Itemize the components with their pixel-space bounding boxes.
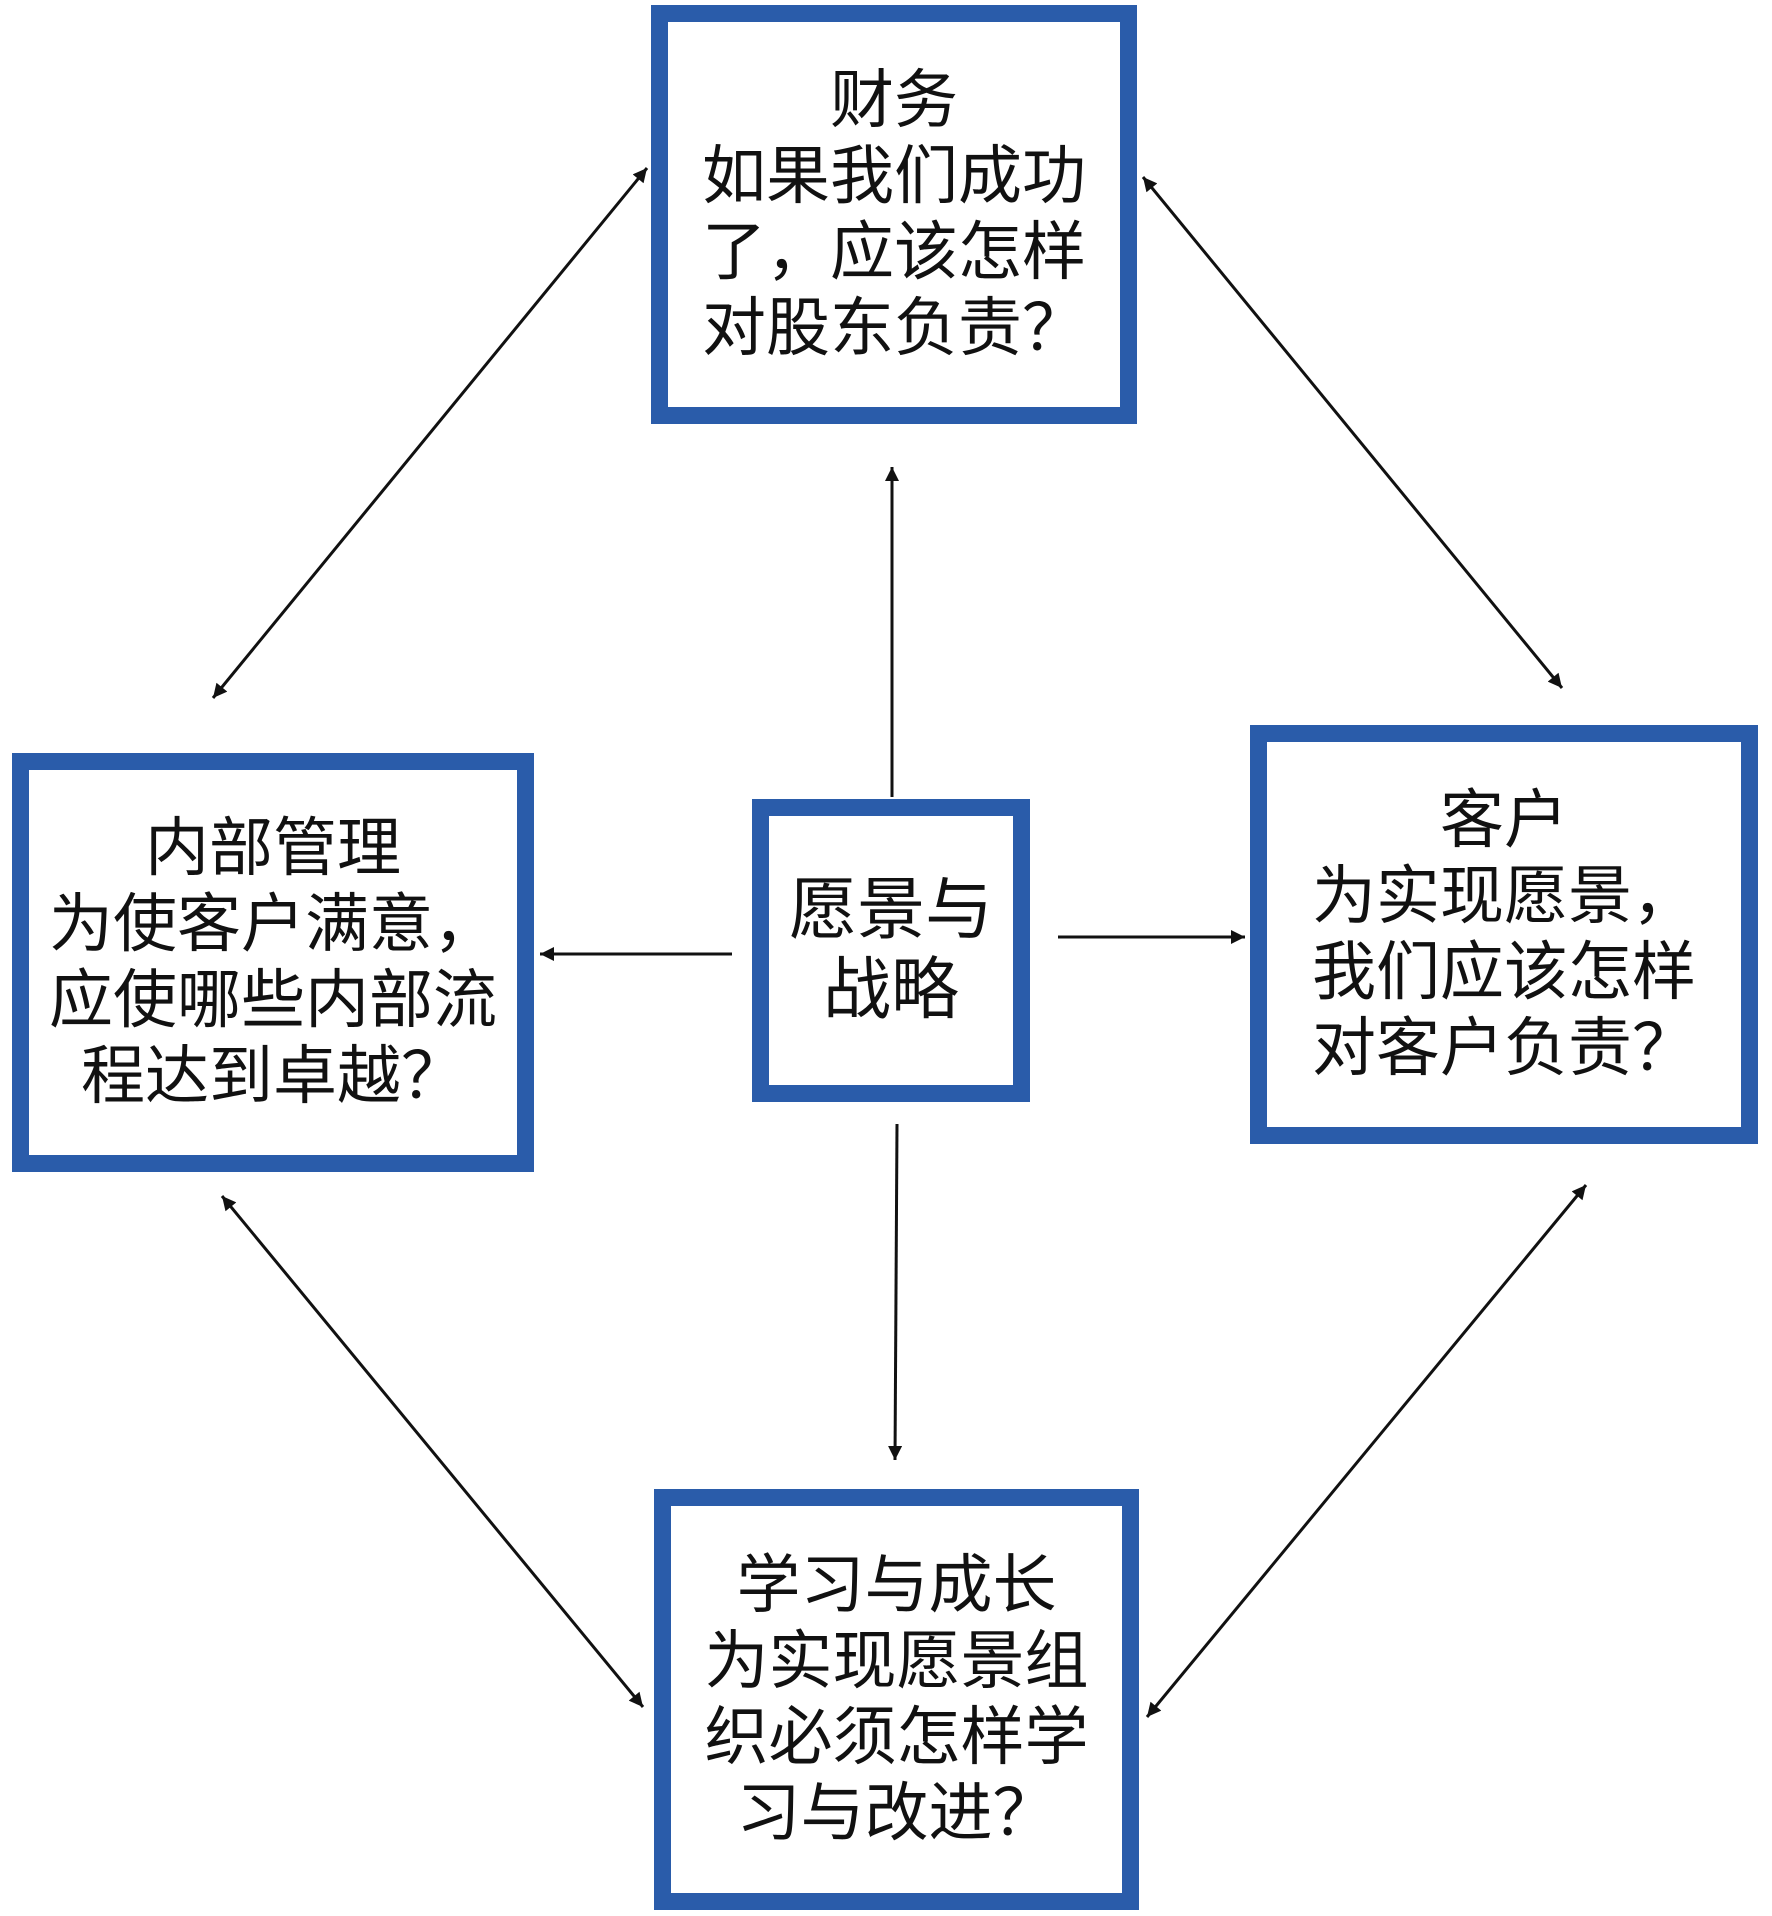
arrow-finance-customer [1141,176,1564,689]
finance-line: 如果我们成功 [702,139,1086,214]
learning-growth-box: 学习与成长 为实现愿景组 织必须怎样学 习与改进？ [654,1489,1139,1910]
arrow-customer-learning [1145,1184,1588,1718]
finance-box: 财务 如果我们成功 了，应该怎样 对股东负责？ [651,5,1137,424]
arrow-internal-learning [220,1195,645,1708]
learning-title: 学习与成长 [736,1548,1057,1623]
customer-box: 客户 为实现愿景， 我们应该怎样 对客户负责？ [1250,725,1758,1144]
finance-question: 如果我们成功 了，应该怎样 对股东负责？ [689,139,1099,367]
learning-line: 习与改进？ [736,1776,1057,1851]
internal-question: 为使客户满意， 应使哪些内部流 程达到卓越？ [49,887,497,1115]
internal-line: 应使哪些内部流 [49,963,497,1038]
arrow-center-to-learning [888,1123,903,1461]
finance-line: 了，应该怎样 [702,215,1086,290]
customer-line: 对客户负责？ [1312,1011,1696,1086]
learning-line: 织必须怎样学 [704,1700,1089,1775]
learning-question: 为实现愿景组 织必须怎样学 习与改进？ [705,1624,1089,1852]
learning-line: 为实现愿景组 [704,1624,1089,1699]
internal-title: 内部管理 [145,811,401,886]
center-line: 战略 [822,950,959,1030]
vision-strategy-box: 愿景与 战略 [752,799,1030,1102]
customer-question: 为实现愿景， 我们应该怎样 对客户负责？ [1312,859,1696,1087]
customer-line: 为实现愿景， [1312,859,1696,934]
internal-line: 为使客户满意， [49,887,497,962]
arrow-finance-internal [211,167,649,699]
customer-line: 我们应该怎样 [1312,935,1696,1010]
center-line: 愿景与 [788,870,993,950]
finance-line: 对股东负责？ [702,291,1086,366]
customer-title: 客户 [1440,783,1568,858]
finance-title: 财务 [830,63,958,138]
internal-process-box: 内部管理 为使客户满意， 应使哪些内部流 程达到卓越？ [12,753,534,1172]
internal-line: 程达到卓越？ [81,1039,465,1114]
vision-strategy-label: 愿景与 战略 [789,871,993,1031]
